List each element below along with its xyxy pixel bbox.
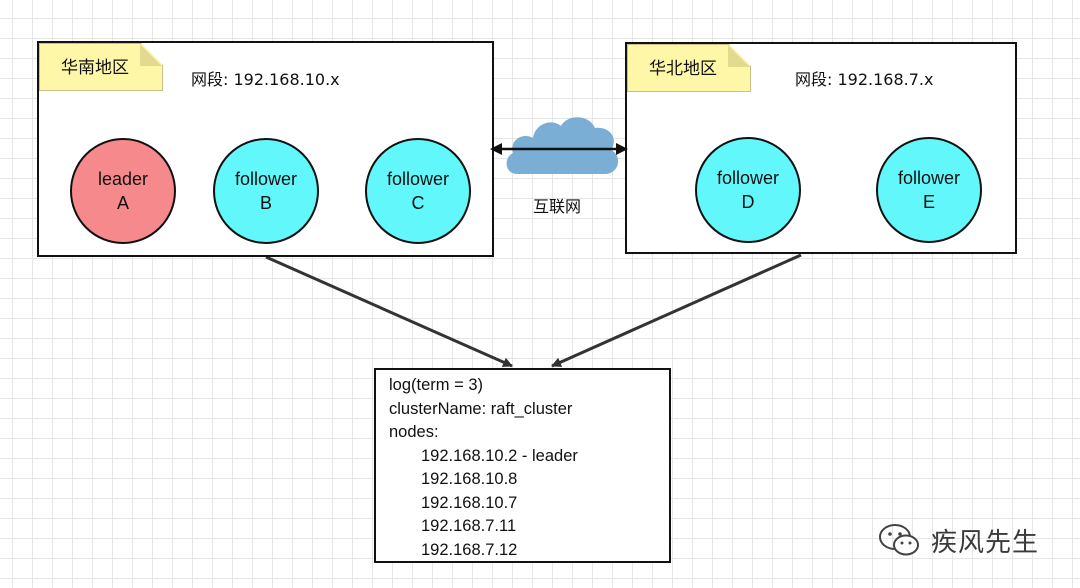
log-term-line: log(term = 3) (389, 376, 483, 394)
network-segment-label: 网段: 192.168.7.x (795, 70, 934, 89)
node-id: B (259, 193, 272, 213)
region-north-china: 华北地区 网段: 192.168.7.x follower D follower… (625, 42, 1017, 254)
region-name-note: 华北地区 (627, 44, 751, 92)
node-role: follower (897, 168, 961, 188)
cloud-icon (506, 117, 619, 174)
log-node-entry: 192.168.7.12 (421, 540, 518, 559)
wechat-icon (879, 524, 919, 556)
node-follower-b: follower B (213, 138, 319, 244)
network-segment-label: 网段: 192.168.10.x (191, 70, 340, 89)
node-id: A (116, 193, 129, 213)
arrow-north-to-log (551, 253, 802, 368)
region-south-china: 华南地区 网段: 192.168.10.x leader A follower … (37, 41, 494, 257)
node-follower-c: follower C (365, 138, 471, 244)
node-role: leader (97, 169, 149, 189)
node-follower-d: follower D (695, 137, 801, 243)
node-follower-e: follower E (876, 137, 982, 243)
watermark: 疾风先生 (877, 520, 1039, 560)
internet-label: 互联网 (533, 197, 582, 216)
log-cluster-name-line: clusterName: raft_cluster (389, 399, 573, 418)
region-name-label: 华北地区 (649, 59, 717, 79)
bidirectional-link (490, 143, 628, 155)
node-id: C (411, 193, 425, 213)
log-node-entry: 192.168.10.7 (421, 493, 518, 512)
region-name-note: 华南地区 (39, 43, 163, 91)
cluster-log-box: log(term = 3) clusterName: raft_cluster … (374, 368, 671, 563)
node-id: D (741, 192, 755, 212)
node-role: follower (716, 168, 780, 188)
log-nodes-label: nodes: (389, 423, 439, 441)
node-role: follower (386, 169, 450, 189)
node-leader-a: leader A (70, 138, 176, 244)
node-role: follower (234, 169, 298, 189)
arrow-south-to-log (265, 255, 513, 368)
node-id: E (922, 192, 935, 212)
watermark-text: 疾风先生 (931, 527, 1040, 558)
region-name-label: 华南地区 (61, 58, 129, 78)
log-node-entry: 192.168.10.2 - leader (421, 446, 578, 465)
log-node-entry: 192.168.10.8 (421, 470, 518, 488)
log-node-entry: 192.168.7.11 (421, 517, 517, 535)
